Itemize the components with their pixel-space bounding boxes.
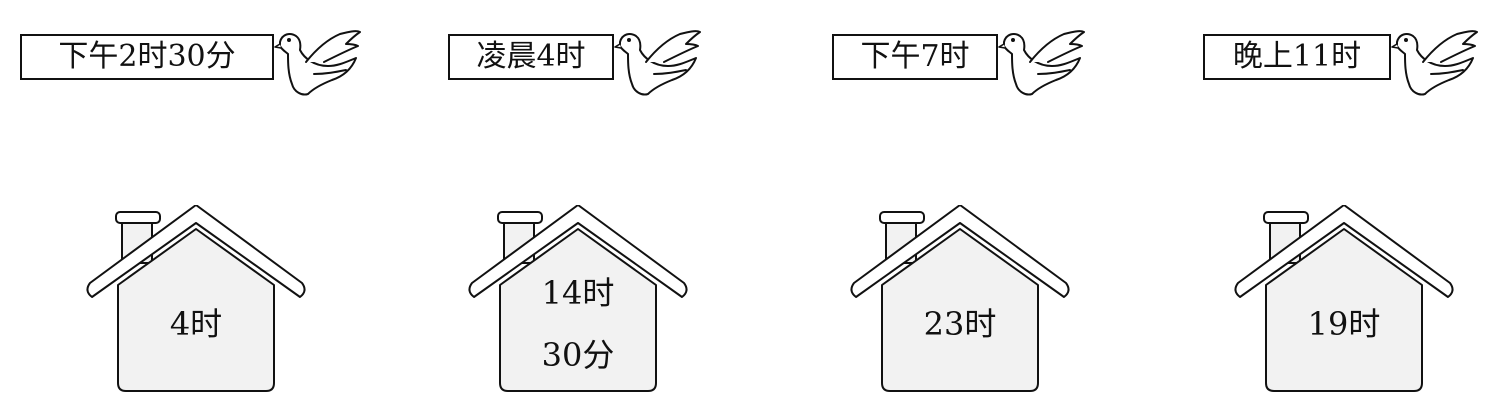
house-time-3: 23时 bbox=[923, 305, 997, 343]
bird-label-4: 晚上11时 bbox=[1203, 34, 1391, 80]
house-icon bbox=[468, 205, 688, 392]
house-time-1: 4时 bbox=[169, 305, 223, 343]
house-icon bbox=[86, 205, 306, 392]
bird-label-1: 下午2时30分 bbox=[20, 34, 274, 80]
dove-icon bbox=[998, 30, 1085, 96]
house-time-2-minute: 30分 bbox=[541, 336, 615, 374]
house-icon bbox=[850, 205, 1070, 392]
house-icon bbox=[1234, 205, 1454, 392]
house-time-4: 19时 bbox=[1307, 305, 1381, 343]
dove-icon bbox=[614, 30, 701, 96]
bird-label-3: 下午7时 bbox=[832, 34, 998, 80]
house-time-2-hour: 14时 bbox=[541, 274, 615, 312]
dove-icon bbox=[274, 30, 361, 96]
bird-label-2: 凌晨4时 bbox=[448, 34, 614, 80]
dove-icon bbox=[1391, 30, 1478, 96]
